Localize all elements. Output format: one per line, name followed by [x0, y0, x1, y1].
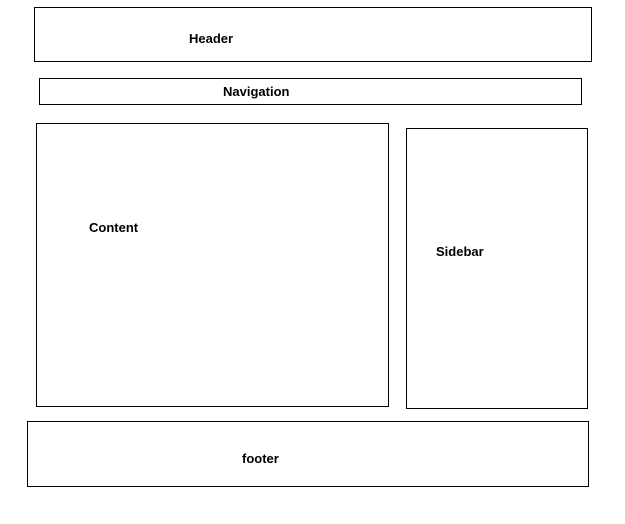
footer-label: footer	[242, 451, 279, 466]
navigation-box	[39, 78, 582, 105]
navigation-label: Navigation	[223, 84, 290, 99]
header-label: Header	[189, 31, 234, 46]
header-box	[34, 7, 592, 62]
content-label: Content	[89, 220, 139, 235]
content-box	[36, 123, 389, 407]
footer-box	[27, 421, 589, 487]
sidebar-label: Sidebar	[436, 244, 484, 259]
sidebar-box	[406, 128, 588, 409]
